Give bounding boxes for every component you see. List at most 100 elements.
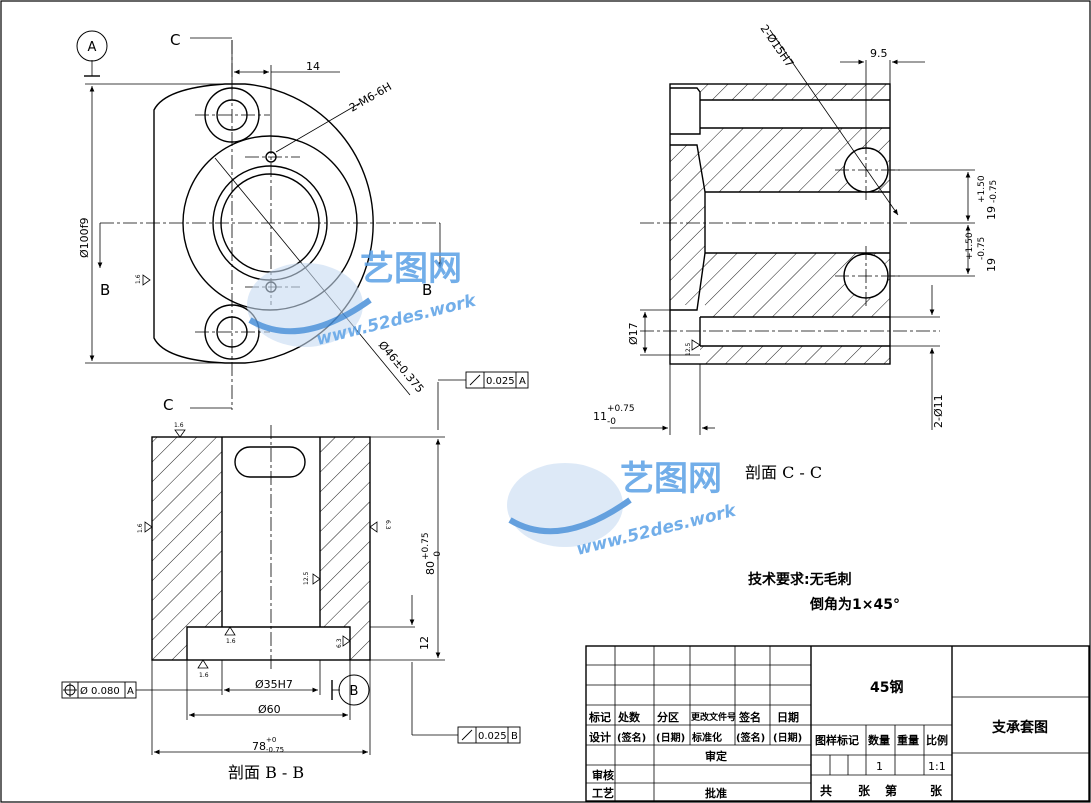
tb-f-zhang2: 张 xyxy=(930,783,943,798)
tb-r-gongyi: 工艺 xyxy=(592,786,614,800)
dim-14: 14 xyxy=(306,60,320,73)
section-c-top-label: C xyxy=(170,31,180,49)
tb-f-di: 第 xyxy=(885,783,897,798)
tb-h-chushu: 处数 xyxy=(617,710,641,724)
perp-tol: 0.025 xyxy=(486,376,515,387)
rough-cc: 12.5 xyxy=(685,342,692,356)
dim-height: 80 xyxy=(424,561,437,575)
tb-f-gong: 共 xyxy=(820,783,832,798)
tb-h-qianming: 签名 xyxy=(738,710,761,724)
tb-h-gengai: 更改文件号 xyxy=(691,711,736,723)
dim-19-a-lo: -0.75 xyxy=(989,180,999,203)
tb-h-fenqu: 分区 xyxy=(657,710,679,724)
tb-r-shending: 审定 xyxy=(705,749,727,763)
section-bb-title: 剖面 B - B xyxy=(228,763,304,782)
watermark-brand-2: 艺图网 xyxy=(620,459,722,499)
dim-12: 12 xyxy=(418,636,431,650)
section-c-bottom-label: C xyxy=(163,396,173,414)
tb-part-name: 支承套图 xyxy=(991,719,1048,736)
dim-19-b: 19 xyxy=(985,258,998,272)
datum-a-symbol: A xyxy=(76,30,108,62)
rough-bb-top: 1.6 xyxy=(174,422,184,429)
thread-callout: 2-M6-6H xyxy=(347,80,394,115)
bb-hatch-base-right xyxy=(350,627,370,660)
tb-h-riqi: 日期 xyxy=(777,710,799,724)
dim-dia-17: Ø17 xyxy=(627,322,640,345)
dim-19-a: 19 xyxy=(985,206,998,220)
rough-bb-step-b: 1.6 xyxy=(199,672,209,679)
cc-hatch-left-a xyxy=(670,145,705,305)
tb-r-riqi: (日期) xyxy=(656,731,685,744)
perp-frame xyxy=(465,371,529,389)
watermark-2: 艺图网 www.52des.work xyxy=(507,459,739,560)
dim-11-up: +0.75 xyxy=(607,404,635,414)
holes-11-callout: 2-Ø11 xyxy=(932,394,945,428)
tb-v-shuliang: 1 xyxy=(876,760,883,773)
dim-width-78: 78 xyxy=(252,740,266,753)
dim-width-tol-up: +0 xyxy=(266,736,276,744)
coax-tol: Ø 0.080 xyxy=(80,685,120,697)
section-b-right-label: B xyxy=(422,281,432,299)
cc-hatch-top xyxy=(700,84,890,100)
rough-bb-left: 1.6 xyxy=(137,523,144,533)
dim-19-b-up: +1.50 xyxy=(965,232,975,260)
front-dims xyxy=(84,37,443,409)
rough-front: 1.6 xyxy=(135,274,142,284)
bb-hatch-right xyxy=(320,437,370,627)
dim-width-tol-lo: -0.75 xyxy=(266,746,284,754)
dim-dia-100: Ø100f9 xyxy=(78,217,91,258)
tb-r-riqi2: (日期) xyxy=(773,731,802,744)
watermark-brand-1: 艺图网 xyxy=(360,249,462,289)
flat-frame xyxy=(457,726,521,744)
dim-11: 11 xyxy=(593,410,607,423)
tb-h-bili: 比例 xyxy=(926,733,948,747)
tb-f-zhang1: 张 xyxy=(858,783,871,798)
rough-bb-right: 6.3 xyxy=(384,520,391,530)
tb-r-biaozhun: 标准化 xyxy=(691,731,722,744)
bb-hatch-left xyxy=(152,437,222,627)
tb-h-biaoji: 标记 xyxy=(588,710,611,724)
datum-b-label: B xyxy=(350,684,359,699)
tb-r-qianming: (签名) xyxy=(617,731,646,744)
note-line-1: 技术要求:无毛刺 xyxy=(748,571,852,588)
dim-9-5: 9.5 xyxy=(870,47,888,60)
flat-datum: B xyxy=(511,731,518,742)
tb-r-qianming2: (签名) xyxy=(736,731,765,744)
tb-h-tuyang: 图样标记 xyxy=(815,733,859,747)
dim-19-b-lo: -0.75 xyxy=(977,237,987,260)
datum-b-symbol: B xyxy=(338,674,370,706)
tb-h-zhongliang: 重量 xyxy=(897,733,919,747)
dim-11-lo: -0 xyxy=(607,417,616,427)
section-cc: 9.5 2-Ø15H7 19 +1.50 -0.75 19 +1.50 -0.7… xyxy=(593,22,999,482)
tb-r-pizhun: 批准 xyxy=(705,786,727,800)
perp-datum: A xyxy=(519,376,526,387)
rough-bb-step-a: 1.6 xyxy=(226,638,236,645)
rough-bb-inner: 12.5 xyxy=(303,571,310,585)
cc-hatch-bottom xyxy=(700,346,890,364)
coax-frame xyxy=(61,681,137,699)
tb-v-bili: 1:1 xyxy=(928,760,946,773)
flat-tol: 0.025 xyxy=(478,731,507,742)
dim-dia-60: Ø60 xyxy=(258,703,281,716)
tb-r-shenhe: 审核 xyxy=(592,768,614,782)
section-cc-title: 剖面 C - C xyxy=(745,463,822,482)
datum-a-label: A xyxy=(88,40,97,55)
title-block xyxy=(585,645,1090,802)
dim-19-a-up: +1.50 xyxy=(977,175,987,203)
tb-r-sheji: 设计 xyxy=(589,730,611,744)
section-bb: B 0.025 A Ø 0.080 A 0.025 B 8 xyxy=(61,371,529,782)
watermark-1: 艺图网 www.52des.work xyxy=(247,249,479,350)
tb-h-shuliang: 数量 xyxy=(868,733,890,747)
dim-height-tol-up: +0.75 xyxy=(421,532,431,560)
dim-dia-35: Ø35H7 xyxy=(255,678,293,691)
rough-bb-right2: 6.3 xyxy=(336,638,343,648)
section-b-left-label: B xyxy=(100,281,110,299)
note-line-2: 倒角为1×45° xyxy=(809,596,900,613)
tb-material: 45钢 xyxy=(870,679,903,696)
coax-datum: A xyxy=(127,686,134,697)
dim-height-tol-lo: -0 xyxy=(433,551,443,560)
dim-dia-46: Ø46±0.375 xyxy=(376,339,427,396)
bb-hatch-base-left xyxy=(152,627,187,660)
